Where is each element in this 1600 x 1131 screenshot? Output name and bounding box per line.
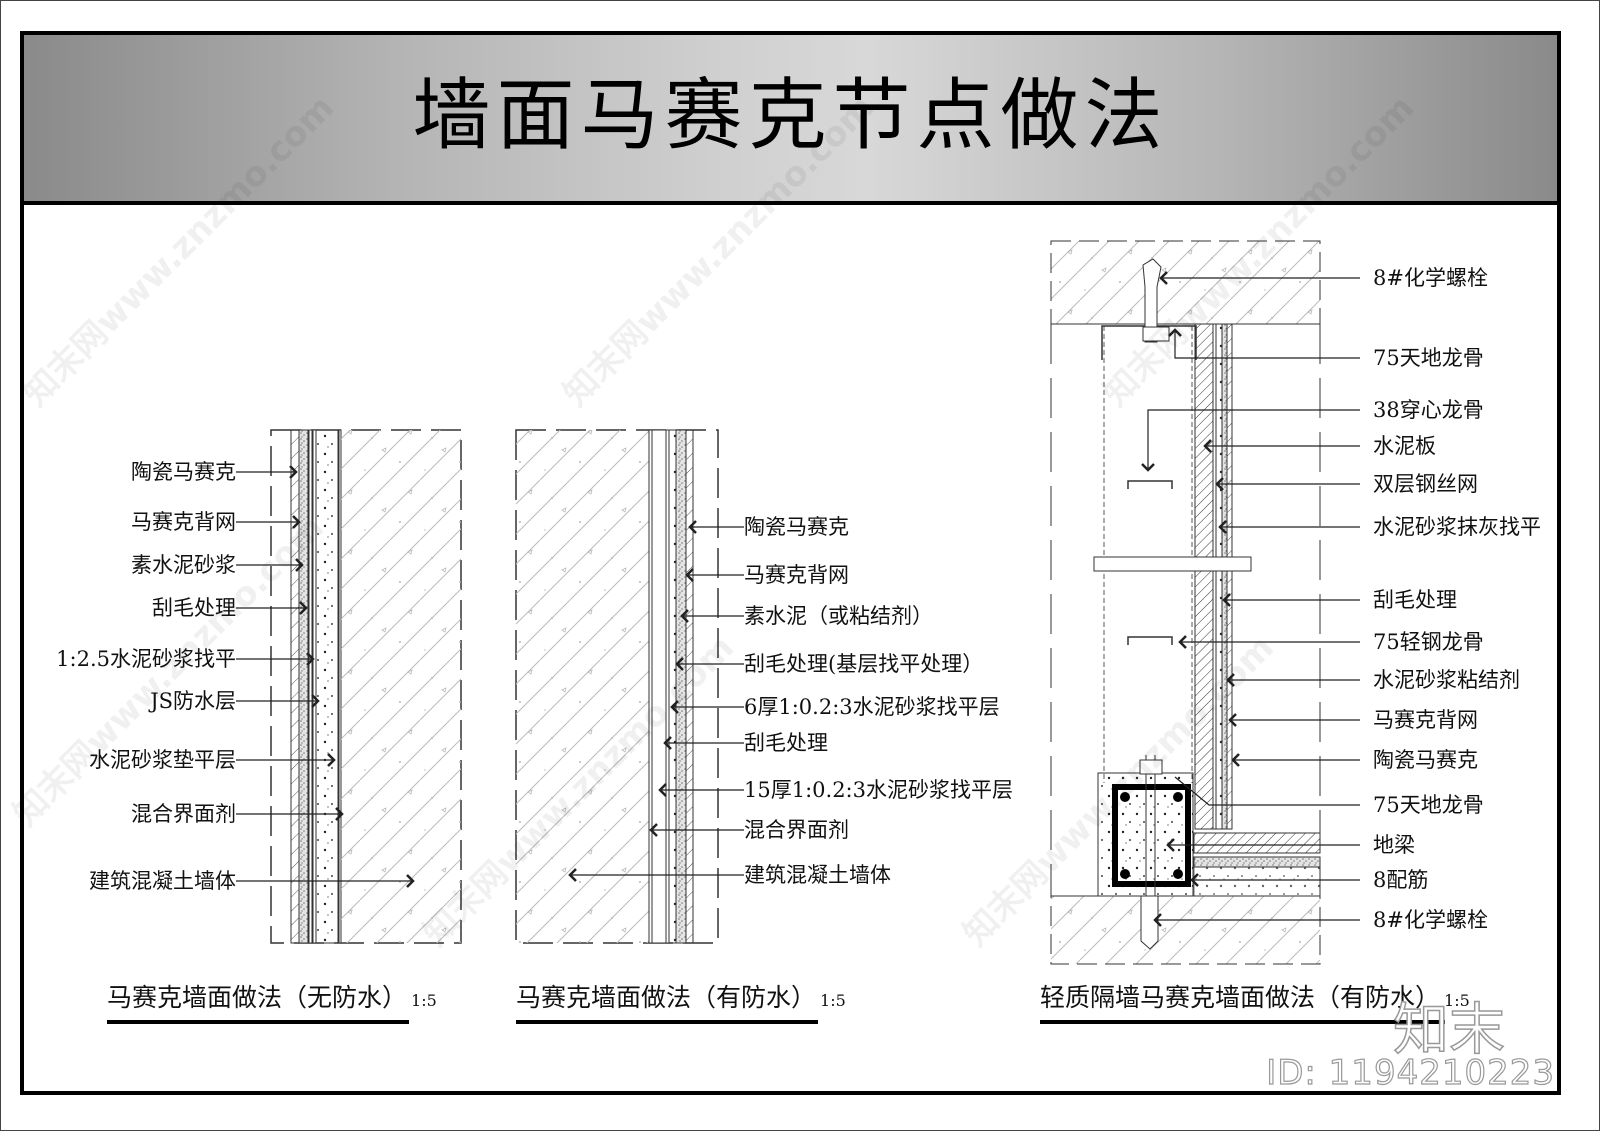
page-title: 墙面马赛克节点做法 [412, 71, 1169, 161]
label-roughening-base: 刮毛处理(基层找平处理） [744, 652, 984, 676]
label-mosaic-mesh: 马赛克背网 [1373, 708, 1478, 732]
caption-underline [1040, 1020, 1445, 1024]
label-15mm-leveling: 15厚1:0.2:3水泥砂浆找平层 [744, 778, 1013, 802]
label-6mm-leveling: 6厚1:0.2:3水泥砂浆找平层 [744, 695, 1000, 719]
label-track-bottom: 75天地龙骨 [1373, 793, 1484, 817]
detail-3-section [1050, 240, 1321, 965]
detail-2-caption: 马赛克墙面做法（有防水）1:5 [516, 985, 846, 1010]
label-roughening: 刮毛处理 [744, 731, 828, 755]
scale-text: 1:5 [820, 991, 846, 1010]
label-cement-adhesive: 素水泥（或粘结剂） [744, 604, 933, 628]
label-mortar-adhesive: 水泥砂浆粘结剂 [1373, 668, 1520, 692]
label-mosaic-mesh: 马赛克背网 [744, 563, 849, 587]
label-chemical-bolt-bottom: 8#化学螺栓 [1373, 908, 1488, 932]
label-ground-beam: 地梁 [1373, 833, 1415, 857]
label-track-top: 75天地龙骨 [1373, 346, 1484, 370]
label-ceramic-mosaic: 陶瓷马赛克 [744, 515, 849, 539]
detail-3-leaders [1141, 271, 1360, 927]
label-concrete-wall: 建筑混凝土墙体 [89, 869, 236, 893]
label-bedding-layer: 水泥砂浆垫平层 [89, 748, 236, 772]
label-plaster-leveling: 水泥砂浆抹灰找平 [1373, 515, 1541, 539]
drawing-frame [20, 31, 1561, 1095]
label-double-wire-mesh: 双层钢丝网 [1373, 472, 1478, 496]
label-interface-agent: 混合界面剂 [131, 802, 236, 826]
title-banner: 墙面马赛克节点做法 [24, 35, 1557, 205]
label-chemical-bolt-top: 8#化学螺栓 [1373, 266, 1488, 290]
detail-1-section [270, 429, 462, 944]
label-cement-board: 水泥板 [1373, 434, 1436, 458]
label-roughening: 刮毛处理 [1373, 588, 1457, 612]
label-38-channel: 38穿心龙骨 [1373, 398, 1484, 422]
label-ceramic-mosaic: 陶瓷马赛克 [1373, 748, 1478, 772]
caption-text: 马赛克墙面做法（无防水） [107, 983, 408, 1012]
brand-logo: 知末 [1392, 997, 1506, 1064]
caption-text: 马赛克墙面做法（有防水） [516, 983, 817, 1012]
detail-3-caption: 轻质隔墙马赛克墙面做法（有防水）1:5 [1040, 985, 1470, 1010]
caption-text: 轻质隔墙马赛克墙面做法（有防水） [1040, 983, 1441, 1012]
label-mosaic-mesh: 马赛克背网 [131, 510, 236, 534]
label-interface-agent: 混合界面剂 [744, 818, 849, 842]
detail-1-leaders [236, 465, 415, 888]
label-75-stud: 75轻钢龙骨 [1373, 630, 1484, 654]
asset-id: ID: 1194210223 [1266, 1052, 1555, 1093]
detail-2-section [515, 429, 719, 944]
detail-1-caption: 马赛克墙面做法（无防水）1:5 [107, 985, 437, 1010]
label-concrete-wall: 建筑混凝土墙体 [744, 863, 891, 887]
label-cement-mortar: 素水泥砂浆 [131, 553, 236, 577]
caption-underline [516, 1020, 818, 1024]
scale-text: 1:5 [411, 991, 437, 1010]
label-roughening: 刮毛处理 [152, 596, 236, 620]
label-js-waterproof: JS防水层 [150, 689, 236, 713]
label-leveling: 1:2.5水泥砂浆找平 [56, 647, 236, 671]
detail-2-leaders [568, 520, 744, 882]
label-rebar: 8配筋 [1373, 868, 1429, 892]
scale-text: 1:5 [1444, 991, 1470, 1010]
label-ceramic-mosaic: 陶瓷马赛克 [131, 460, 236, 484]
caption-underline [107, 1020, 409, 1024]
